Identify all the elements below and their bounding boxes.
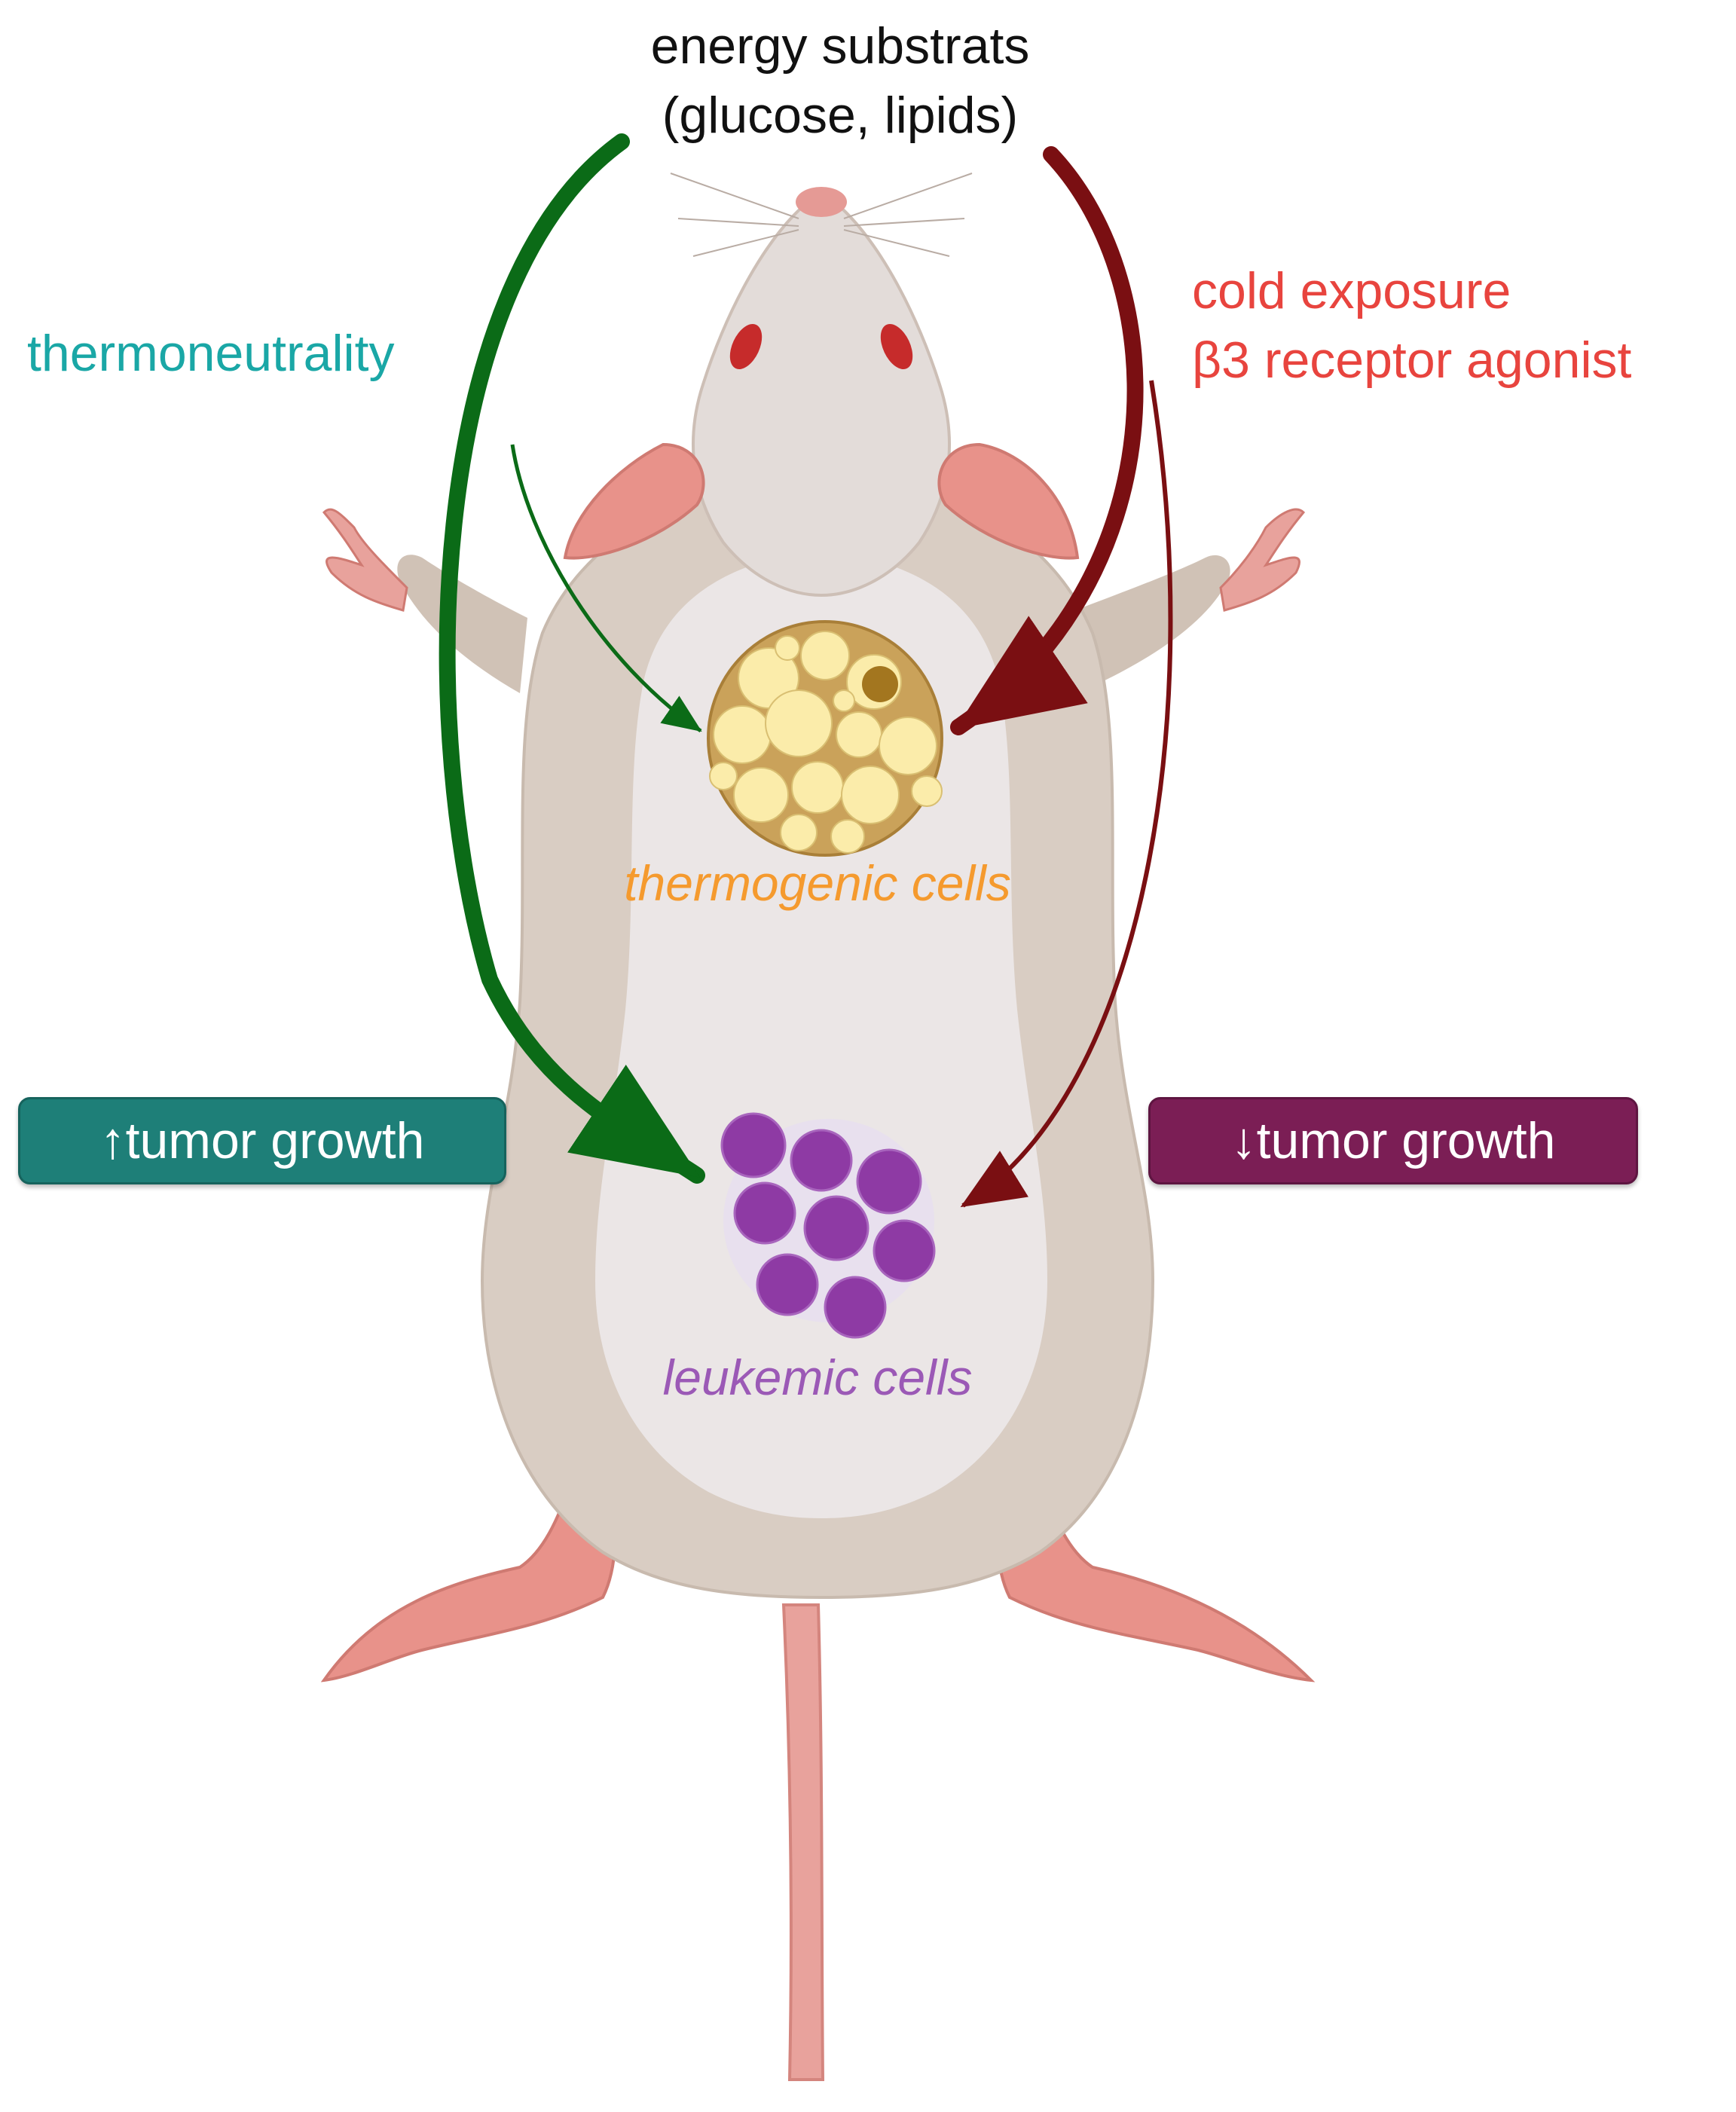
tumor-growth-down-badge: ↓tumor growth <box>1148 1097 1638 1184</box>
mouse-tail <box>781 1603 825 2081</box>
thermoneutrality-label: thermoneutrality <box>27 325 395 382</box>
front-arm-left <box>397 555 527 693</box>
red-thin-arrow <box>960 380 1173 1208</box>
mouse-nose <box>796 187 847 217</box>
leukemic-cells-label: leukemic cells <box>662 1349 973 1405</box>
tumor-growth-up-badge: ↑tumor growth <box>18 1097 506 1184</box>
mouse-head <box>692 190 951 598</box>
front-paw-right <box>1219 508 1306 612</box>
red-thick-arrow <box>950 146 1144 735</box>
hind-leg-left <box>320 1475 617 1683</box>
eye-left <box>729 324 763 369</box>
title-line2: (glucose, lipids) <box>662 87 1019 144</box>
ear-right <box>937 442 1080 560</box>
title-line1: energy substrats <box>650 17 1030 75</box>
tumor-growth-down-text: ↓tumor growth <box>1230 1112 1556 1169</box>
whiskers <box>670 173 973 257</box>
beta3-agonist-label: β3 receptor agonist <box>1192 332 1632 389</box>
leukemic-cell-cluster <box>720 1112 936 1339</box>
green-thin-arrow <box>510 444 702 733</box>
adipocyte-cluster <box>707 620 943 857</box>
cold-exposure-label: cold exposure <box>1192 262 1511 319</box>
eye-right <box>880 324 913 369</box>
ear-left <box>563 442 705 560</box>
green-thick-arrow <box>439 133 705 1184</box>
thermogenic-cells-label: thermogenic cells <box>624 855 1011 911</box>
tumor-growth-up-text: ↑tumor growth <box>99 1112 425 1169</box>
front-paw-left <box>322 508 408 612</box>
adipocyte-nucleus <box>862 666 898 702</box>
hind-leg-right <box>995 1475 1316 1683</box>
